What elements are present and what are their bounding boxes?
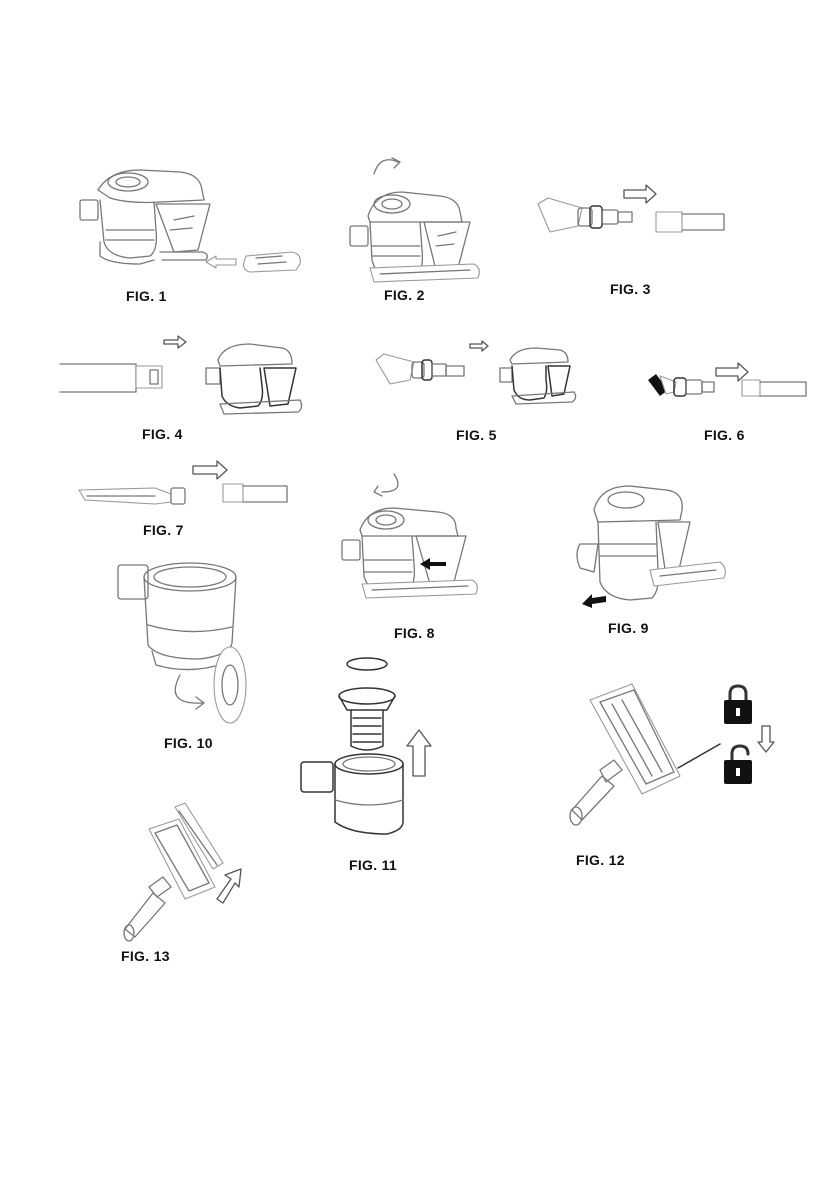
vacuum-handheld-unit <box>340 150 500 310</box>
figure-caption: FIG. 2 <box>384 287 425 303</box>
figure-caption: FIG. 12 <box>576 852 625 868</box>
arrow-left-icon <box>70 160 310 310</box>
figure-11: FIG. 11 <box>295 650 445 880</box>
figure-7: FIG. 7 <box>75 460 295 545</box>
vacuum-with-cyclone <box>570 480 735 640</box>
figure-caption: FIG. 1 <box>126 288 167 304</box>
unlock-icon <box>560 680 790 870</box>
figure-3: FIG. 3 <box>530 180 730 300</box>
figure-caption: FIG. 6 <box>704 427 745 443</box>
figure-12: FIG. 12 <box>560 680 790 870</box>
figure-1: FIG. 1 <box>70 160 310 310</box>
figure-caption: FIG. 8 <box>394 625 435 641</box>
extension-tube <box>75 460 295 545</box>
figure-5: FIG. 5 <box>370 340 590 450</box>
figure-caption: FIG. 5 <box>456 427 497 443</box>
vacuum-handheld-unit <box>60 330 310 450</box>
figure-caption: FIG. 11 <box>349 857 397 873</box>
figure-6: FIG. 6 <box>640 360 815 450</box>
figure-8: FIG. 8 <box>330 460 500 645</box>
figure-9: FIG. 9 <box>570 480 735 640</box>
vacuum-handheld-unit <box>330 460 500 645</box>
figure-4: FIG. 4 <box>60 330 310 450</box>
figure-caption: FIG. 10 <box>164 735 213 751</box>
figure-10: FIG. 10 <box>100 555 260 755</box>
figure-caption: FIG. 3 <box>610 281 651 297</box>
figure-2: FIG. 2 <box>340 150 500 310</box>
arrow-up-icon <box>115 795 265 970</box>
figure-caption: FIG. 7 <box>143 522 184 538</box>
rotate-arrow-icon <box>100 555 260 755</box>
dust-bin <box>295 650 445 880</box>
figure-caption: FIG. 9 <box>608 620 649 636</box>
figure-caption: FIG. 4 <box>142 426 183 442</box>
figure-13: FIG. 13 <box>115 795 265 970</box>
figure-caption: FIG. 13 <box>121 948 170 964</box>
